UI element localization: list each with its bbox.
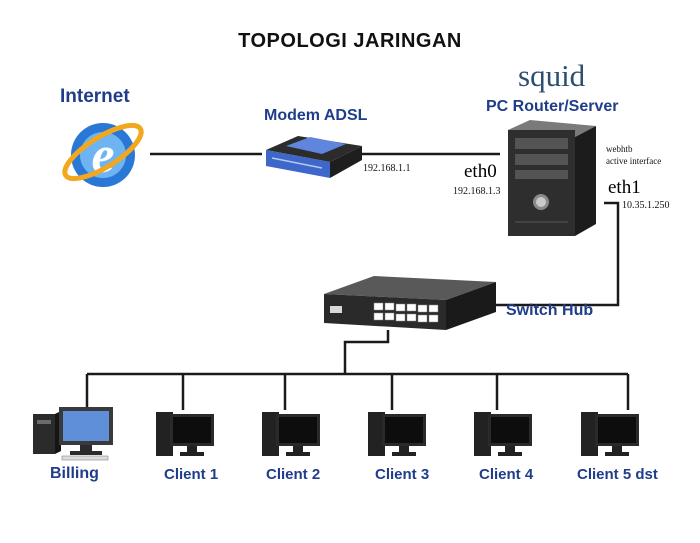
server-note-active-interface: active interface xyxy=(606,156,662,166)
client-1-label: Client 1 xyxy=(164,466,219,483)
eth0-ip: 192.168.1.3 xyxy=(453,186,501,197)
modem-ip: 192.168.1.1 xyxy=(363,163,411,174)
network-switch-icon xyxy=(324,276,496,330)
client-4-label: Client 4 xyxy=(479,466,534,483)
internet-label: Internet xyxy=(60,86,130,107)
server-label: PC Router/Server xyxy=(486,98,619,115)
eth1-ip: 10.35.1.250 xyxy=(622,200,670,211)
desktop-pc-icon xyxy=(33,407,113,461)
client-2-label: Client 2 xyxy=(266,466,321,483)
client-3-pc-icon xyxy=(368,412,426,456)
billing-label: Billing xyxy=(50,465,99,482)
server-note-webhtb: webhtb xyxy=(606,144,633,154)
adsl-modem-icon xyxy=(266,136,362,178)
desktop-monitor-tower-icon xyxy=(156,412,639,456)
client-5-pc-icon xyxy=(581,412,639,456)
squid-label: squid xyxy=(518,58,586,93)
client-3-label: Client 3 xyxy=(375,466,430,483)
client-4-pc-icon xyxy=(474,412,532,456)
switch-label: Switch Hub xyxy=(506,302,594,319)
eth1-label: eth1 xyxy=(608,177,641,198)
link-switch-bus xyxy=(343,330,390,374)
client-1-pc-icon xyxy=(156,412,214,456)
tower-server-icon xyxy=(508,120,596,236)
connection-lines xyxy=(85,152,630,410)
eth0-label: eth0 xyxy=(464,161,497,182)
link-server-switch xyxy=(496,201,620,307)
modem-label: Modem ADSL xyxy=(264,107,368,124)
internet-explorer-logo-icon: e xyxy=(62,122,144,187)
diagram-title: TOPOLOGI JARINGAN xyxy=(238,30,462,52)
client-5-label: Client 5 dst xyxy=(577,466,658,483)
client-2-pc-icon xyxy=(262,412,320,456)
